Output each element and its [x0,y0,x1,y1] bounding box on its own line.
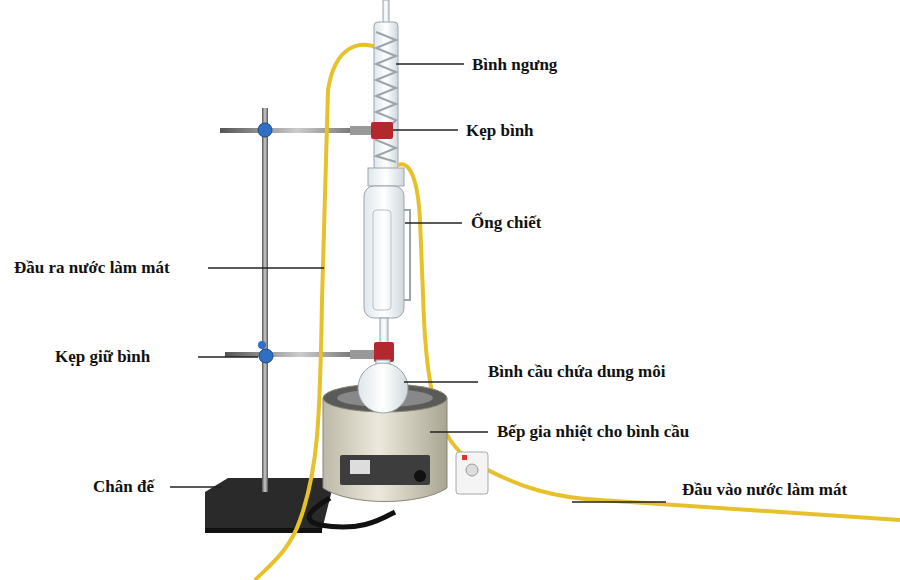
power-plug [456,452,488,494]
part-label: Kẹp giữ bình [55,347,150,367]
part-label: Đầu ra nước làm mát [14,258,170,278]
extractor [364,186,410,362]
part-label: Chân đế [93,477,154,497]
part-label: Ống chiết [471,213,541,233]
water-tube [398,164,900,520]
part-label: Bình cầu chứa dung môi [488,362,665,382]
part-label: Bếp gia nhiệt cho bình cầu [497,422,689,442]
part-label: Bình ngưng [472,55,557,75]
condenser [368,0,404,186]
round-flask [358,360,408,413]
part-label: Kẹp bình [466,121,534,141]
part-label: Đầu vào nước làm mát [682,480,847,500]
